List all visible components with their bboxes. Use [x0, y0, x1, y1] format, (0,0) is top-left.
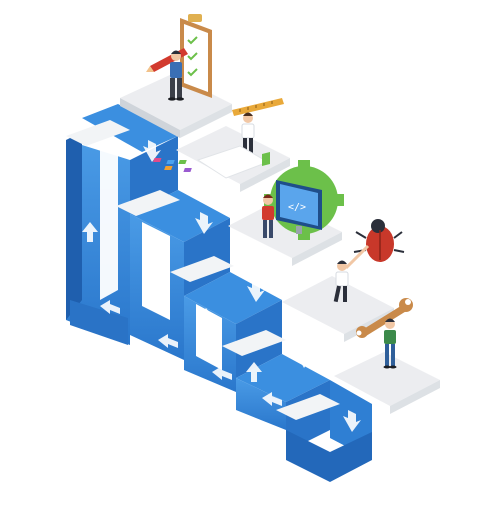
ruler-icon [232, 98, 284, 116]
svg-text:</>: </> [288, 202, 306, 213]
arrow-up-icon [246, 362, 262, 382]
green-cup-icon [262, 152, 270, 166]
arrow-left-icon [158, 334, 178, 348]
flow-arrows [82, 140, 361, 432]
arrow-up-icon [82, 222, 98, 242]
arrow-up-icon [198, 308, 214, 328]
arrow-left-icon [100, 300, 120, 314]
arrow-down-icon [143, 140, 161, 162]
designer-worker [153, 98, 284, 179]
developer-worker: </> [262, 160, 344, 240]
wrench-icon [356, 298, 413, 338]
clipboard-checklist-icon [180, 14, 212, 98]
planner-worker [146, 14, 212, 101]
arrow-down-icon [295, 346, 313, 368]
arrow-left-icon [212, 366, 232, 380]
arrow-up-icon [146, 258, 162, 278]
arrow-left-icon [262, 392, 282, 406]
tester-worker [333, 219, 405, 303]
code-monitor-icon: </> [276, 180, 322, 234]
arrow-down-icon [195, 212, 213, 234]
maintainer-worker [356, 298, 413, 369]
arrow-down-icon [343, 410, 361, 432]
bug-icon [353, 219, 405, 262]
blue-pillar [66, 132, 130, 345]
arrow-down-icon [247, 280, 265, 302]
step-platforms [66, 74, 440, 420]
